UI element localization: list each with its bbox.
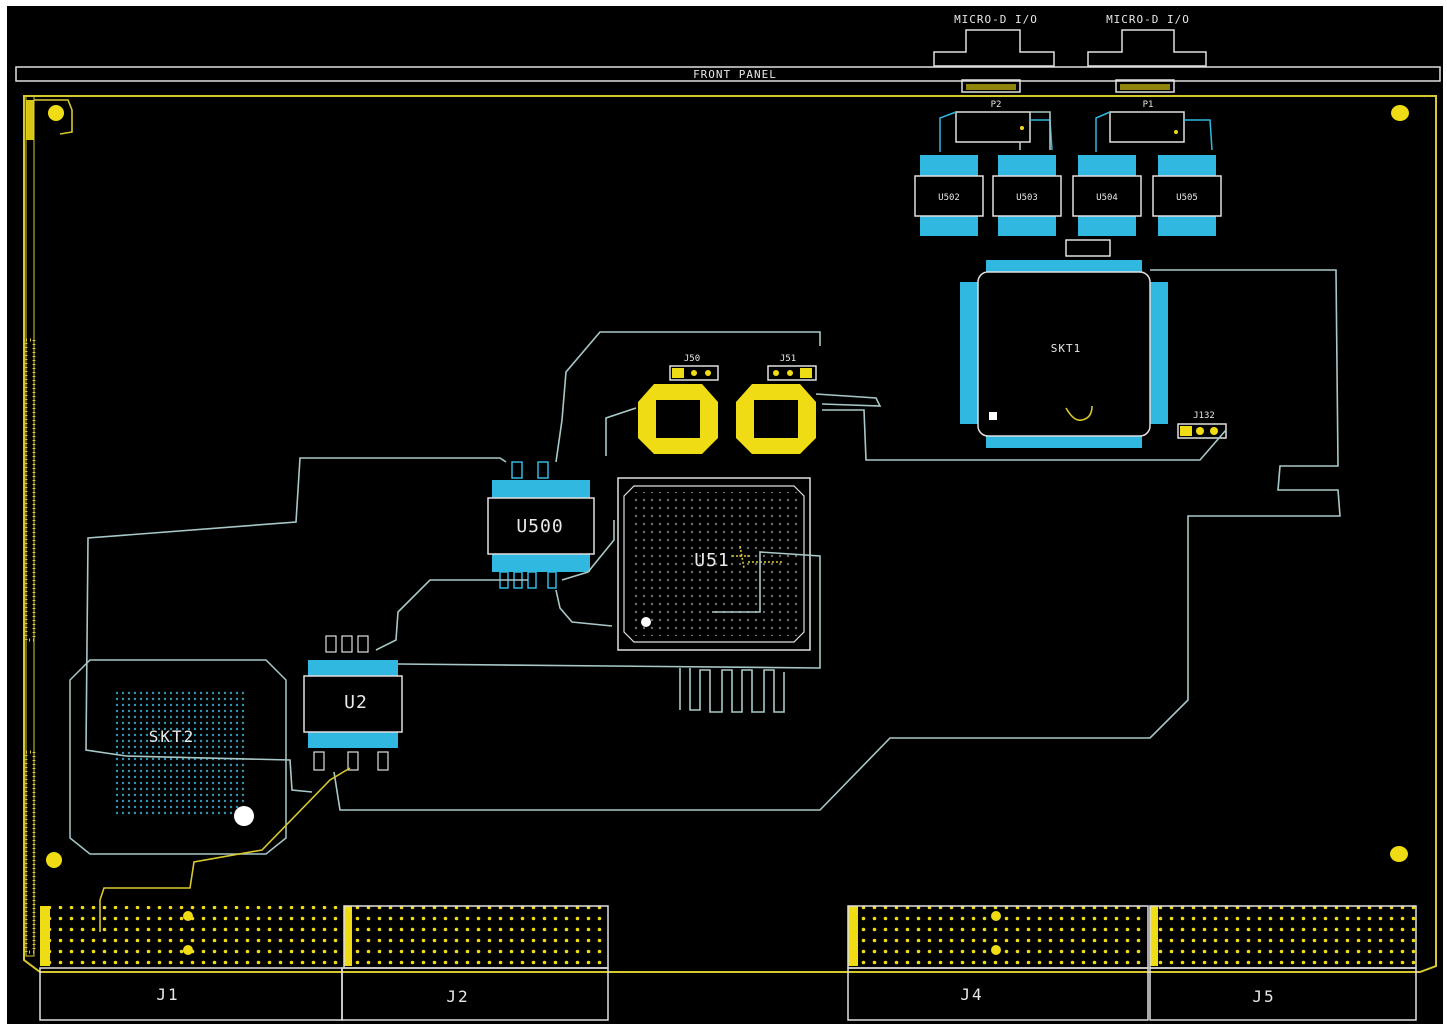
connector-j4: J4 bbox=[847, 905, 1149, 1021]
chip-u502: U502 bbox=[914, 155, 984, 236]
test-pad-left bbox=[638, 384, 718, 454]
micro-d-connector-right: MICRO-D I/O P1 bbox=[1087, 13, 1207, 110]
j5-label: J5 bbox=[1252, 987, 1275, 1006]
connector-j5: J5 bbox=[1149, 905, 1417, 1021]
small-component bbox=[1065, 239, 1111, 257]
connector-j2: J2 bbox=[341, 905, 609, 1021]
skt2-label: SKT2 bbox=[149, 727, 196, 746]
front-panel-label: FRONT PANEL bbox=[693, 68, 777, 81]
j4-label: J4 bbox=[960, 985, 983, 1004]
j50-label: J50 bbox=[684, 354, 700, 364]
front-panel: FRONT PANEL bbox=[15, 66, 1441, 82]
board-outline bbox=[23, 95, 1437, 973]
test-pad-right bbox=[736, 384, 816, 454]
j51-label: J51 bbox=[780, 354, 796, 364]
micro-d-connector-left: MICRO-D I/O P2 bbox=[933, 13, 1055, 110]
chip-u505: U505 bbox=[1152, 155, 1222, 236]
u505-label: U505 bbox=[1176, 193, 1198, 203]
socket-skt2: SKT2 bbox=[69, 659, 287, 855]
u503-label: U503 bbox=[1016, 193, 1038, 203]
micro-d-left-label: MICRO-D I/O bbox=[954, 13, 1038, 26]
chip-u500: U500 bbox=[487, 461, 595, 589]
u2-label: U2 bbox=[344, 692, 368, 713]
edge-fingers bbox=[24, 95, 73, 957]
chip-u2: U2 bbox=[303, 635, 403, 771]
mounting-holes bbox=[46, 105, 1409, 868]
micro-d-right-label: MICRO-D I/O bbox=[1106, 13, 1190, 26]
socket-skt1: SKT1 bbox=[960, 260, 1168, 448]
u504-label: U504 bbox=[1096, 193, 1118, 203]
p1-label: P1 bbox=[1143, 100, 1154, 110]
chip-u51: U51 bbox=[617, 477, 811, 651]
chip-u504: U504 bbox=[1072, 155, 1142, 236]
j2-label: J2 bbox=[446, 987, 469, 1006]
jumper-j51: J51 bbox=[767, 354, 817, 381]
u500-label: U500 bbox=[516, 516, 563, 537]
signal-traces bbox=[85, 111, 1341, 811]
p2-label: P2 bbox=[991, 100, 1002, 110]
u51-label: U51 bbox=[694, 550, 730, 571]
jumper-j50: J50 bbox=[669, 354, 719, 381]
chip-u503: U503 bbox=[992, 155, 1062, 236]
u502-label: U502 bbox=[938, 193, 960, 203]
p1-footprint bbox=[1095, 111, 1213, 152]
skt1-label: SKT1 bbox=[1051, 342, 1082, 355]
j1-label: J1 bbox=[156, 985, 179, 1004]
j132-label: J132 bbox=[1193, 411, 1215, 421]
